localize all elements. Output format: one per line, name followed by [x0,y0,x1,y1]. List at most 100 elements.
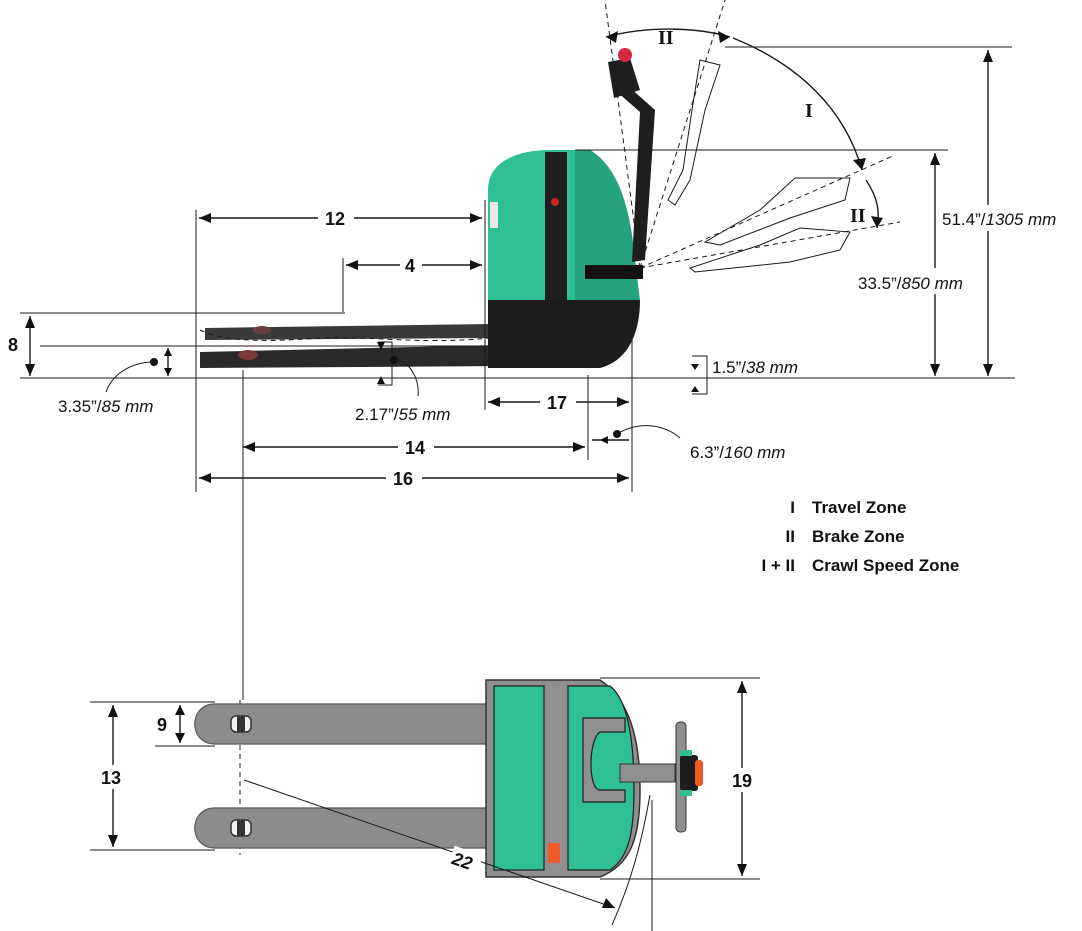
upper-fork-top [194,703,491,745]
zone-mark-middle: I [805,100,813,122]
zone-mark-lower: II [850,205,866,227]
lift-arrow-bottom [377,376,385,384]
tiller-belly-button-top [695,760,703,786]
upper-load-wheel-hub [237,716,245,732]
ray-vertical [604,0,641,269]
fork-low-label: 3.35”/85 mm [58,397,153,416]
dim8-arrow-bottom [25,364,35,376]
dim13-label: 13 [101,768,121,788]
handle-min-label: 33.5”/850 mm [858,274,963,293]
body-cover-rear [550,150,640,300]
battery-cover-top [493,685,545,871]
dim17-bg [540,390,576,414]
turning-radius-line [243,779,616,909]
dim12-bg [318,206,354,230]
dim14-label: 14 [405,438,425,458]
arrow-top-right [718,31,730,43]
tiller-shaft [615,86,655,262]
legend-key-2: II [786,527,795,546]
dim16-bg [386,466,422,490]
dim22-bg [446,845,484,879]
legend-label-3: Crawl Speed Zone [812,556,959,575]
tiller-arm-top [619,763,676,783]
fork-low-arrow-bottom [164,368,172,376]
top-view: 9 13 19 22 [90,677,760,931]
dim17-arrow-l [488,397,500,407]
tiller-arc-outlines [667,59,851,273]
key-switch-top [548,843,560,863]
dim19-arrow-top [737,681,747,693]
lift-arrow-top [377,342,385,350]
lift-leader [393,359,419,397]
emergency-button [618,48,632,62]
legend-label-2: Brake Zone [812,527,905,546]
lower-fork-side [200,345,510,368]
zone-legend: I Travel Zone II Brake Zone I + II Crawl… [761,498,959,575]
clearance-label: 1.5”/38 mm [712,358,798,377]
ray-upper [639,0,726,269]
dim9-label: 9 [157,715,167,735]
lower-load-wheel-hub [237,820,245,836]
clearance-arrow-top [691,364,699,370]
tiller-green-upper [680,750,692,756]
legend-key-3: I + II [761,556,795,575]
upper-fork-side [205,324,495,340]
dim16-arrow-r [617,473,629,483]
dim8-label: 8 [8,335,18,355]
lower-fork-top [194,807,491,849]
tiller-control-top [680,755,698,791]
dim13-arrow-bottom [108,835,118,847]
tiller-base-top [582,717,626,803]
overhang-leader [616,425,681,439]
dim13-arrow-top [108,705,118,717]
dim4-label: 4 [405,256,415,276]
dim17-arrow-r [617,397,629,407]
body-divider [545,152,567,302]
dim16-label: 16 [393,469,413,489]
lift-label: 2.17”/55 mm [355,405,450,424]
load-roller [238,350,258,360]
handle-min-arrow-top [930,153,940,165]
dim12-label: 12 [325,209,345,229]
handle-min-arrow-bottom [930,364,940,376]
legend-key-1: I [790,498,795,517]
fork-low-leader [105,361,155,393]
side-forks [199,324,510,368]
arrow-top-left [606,31,618,43]
dim19-arrow-bottom [737,864,747,876]
dim17-label: 17 [547,393,567,413]
clearance-bracket [692,355,708,395]
handle-max-label-bg [938,205,1078,231]
side-panel-handle [490,202,498,228]
tiller-ghost-upper [667,59,721,206]
dim19-bg [730,768,760,792]
arc-travel [732,37,863,171]
turning-arc [611,794,651,926]
dim14-bg [398,435,434,459]
tiller-green-lower [680,790,692,796]
legend-label-1: Travel Zone [812,498,906,517]
arrow-lower-brake [871,216,883,228]
dim19-label: 19 [732,771,752,791]
ray-low [639,221,901,269]
dim14-arrow-r [573,442,585,452]
handle-max-arrow-bottom [983,364,993,376]
fork-low-arrow-top [164,348,172,356]
dim4-bg [400,253,422,277]
angle-rays [604,0,901,269]
dim9-arrow-top [175,705,185,715]
tiller-mount [585,265,643,279]
entry-roller [253,326,271,334]
tiller-ghost-lower [688,227,851,273]
tiller-head [608,58,640,98]
clearance-arrow-bottom [691,386,699,392]
handle-min-label-bg [855,268,983,294]
dim8-arrow-top [25,316,35,328]
overhang-label: 6.3”/160 mm [690,443,785,462]
dim16-arrow-l [199,473,211,483]
raised-fork-outline [199,329,491,342]
overhang-arrow [600,436,608,444]
dim9-arrow-bottom [175,733,185,743]
